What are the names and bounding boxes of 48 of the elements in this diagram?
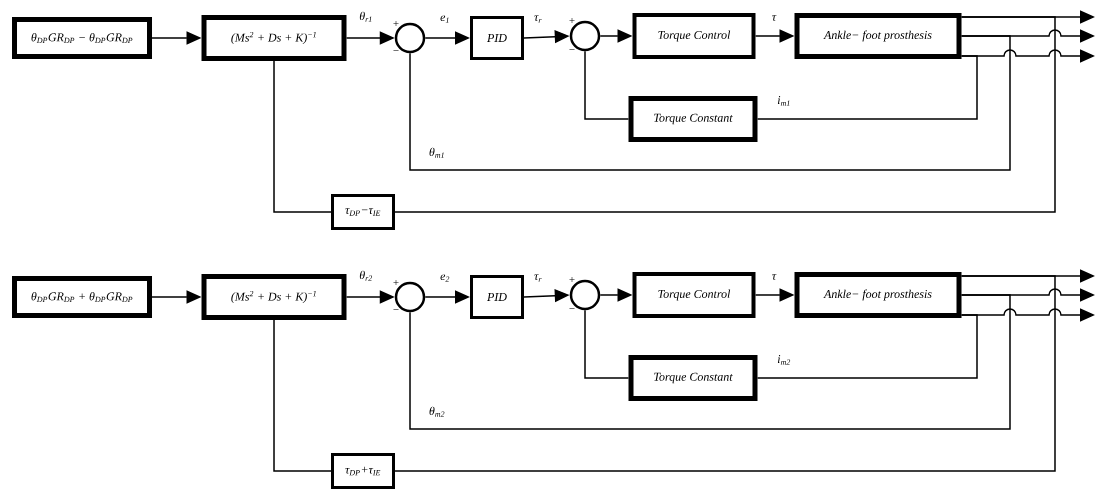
sign-label: + [393, 20, 399, 26]
connector-line [409, 35, 1011, 171]
sign-label: + [393, 279, 399, 285]
connector-line [273, 60, 332, 213]
edge-label: τ$_{r}$ [534, 274, 542, 282]
summing-junction [569, 279, 601, 311]
block-box: Ankle− foot prosthesis [794, 13, 962, 59]
sign-label: − [569, 49, 575, 50]
edge-label: τ [772, 15, 777, 21]
summing-junction [569, 20, 601, 52]
edge-label: θ$_{r2}$ [359, 270, 373, 281]
sign-label: + [569, 276, 575, 282]
block-box: Torque Control [632, 272, 756, 318]
sign-label: − [393, 50, 399, 51]
block-box: Torque Constant [628, 96, 758, 142]
block-box: PID [470, 16, 524, 60]
block-box: θ$_{DP}$GR$_{DP}$ − θ$_{DP}$GR$_{DP}$ [12, 17, 152, 59]
connector-line [273, 319, 332, 472]
sign-label: + [569, 17, 575, 23]
connector-line [394, 275, 1056, 472]
edge-label: i$_{m1}$ [777, 96, 790, 106]
edge-label: θ$_{r1}$ [359, 11, 372, 22]
block-box: (Ms$^{2}$ + Ds + K)$^{−1}$ [201, 15, 347, 61]
block-box: θ$_{DP}$GR$_{DP}$ + θ$_{DP}$GR$_{DP}$ [12, 276, 152, 318]
connector-line [756, 55, 978, 120]
block-box: Ankle− foot prosthesis [794, 272, 962, 318]
connector-line [584, 50, 630, 120]
edge-label: i$_{m2}$ [777, 355, 791, 365]
block-box: τ$_{DP}$−τ$_{IE}$ [331, 194, 395, 230]
summing-junction [394, 22, 426, 54]
summing-junction [394, 281, 426, 313]
block-box: Torque Constant [628, 355, 758, 401]
edge-label: e$_{2}$ [440, 274, 450, 282]
connector-line [409, 294, 1011, 430]
connector-line [756, 314, 978, 379]
sign-label: − [569, 308, 575, 309]
block-box: Torque Control [632, 13, 756, 59]
connector-line [394, 16, 1056, 213]
edge-label: e$_{1}$ [440, 15, 449, 23]
edge-label: θ$_{m2}$ [429, 406, 445, 417]
block-box: (Ms$^{2}$ + Ds + K)$^{−1}$ [201, 274, 347, 320]
edge-label: τ [772, 274, 777, 280]
edge-label: θ$_{m1}$ [429, 147, 444, 158]
block-box: τ$_{DP}$+τ$_{IE}$ [331, 453, 395, 489]
edge-label: τ$_{r}$ [534, 15, 542, 23]
block-box: PID [470, 275, 524, 319]
connector-line [584, 309, 630, 379]
sign-label: − [393, 309, 399, 310]
